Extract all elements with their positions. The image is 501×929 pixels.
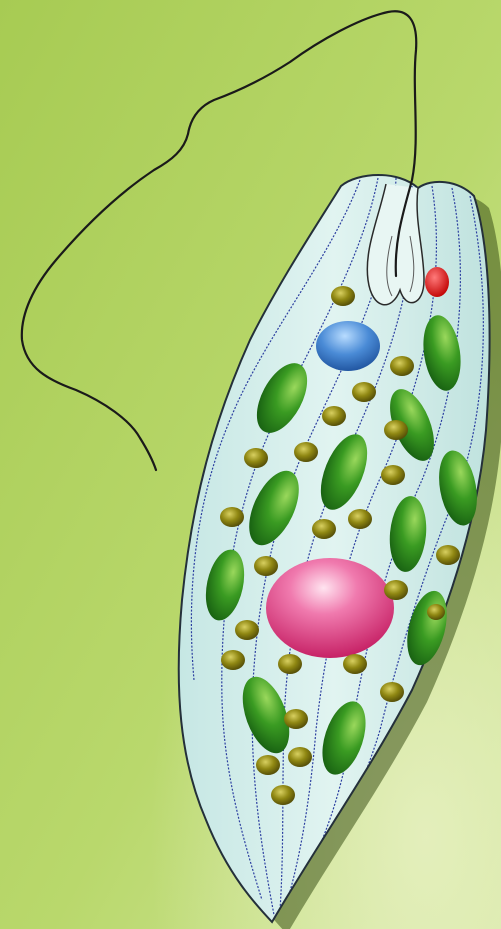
eyespot bbox=[425, 267, 449, 297]
paramylon-granule bbox=[352, 382, 376, 402]
paramylon-granule bbox=[244, 448, 268, 468]
paramylon-granule bbox=[380, 682, 404, 702]
paramylon-granule bbox=[348, 509, 372, 529]
paramylon-granule bbox=[331, 286, 355, 306]
contractile-vacuole bbox=[316, 321, 380, 371]
paramylon-granule bbox=[294, 442, 318, 462]
nucleus bbox=[266, 558, 394, 658]
paramylon-granule bbox=[312, 519, 336, 539]
paramylon-granule bbox=[343, 654, 367, 674]
paramylon-granule bbox=[384, 580, 408, 600]
paramylon-granule bbox=[436, 545, 460, 565]
paramylon-granule bbox=[390, 356, 414, 376]
paramylon-granule bbox=[221, 650, 245, 670]
paramylon-granule bbox=[254, 556, 278, 576]
paramylon-granule bbox=[271, 785, 295, 805]
paramylon-granule bbox=[220, 507, 244, 527]
paramylon-granule bbox=[381, 465, 405, 485]
paramylon-granule bbox=[384, 420, 408, 440]
paramylon-granule bbox=[284, 709, 308, 729]
paramylon-granule bbox=[322, 406, 346, 426]
paramylon-granule bbox=[256, 755, 280, 775]
paramylon-granule bbox=[427, 604, 445, 620]
paramylon-granule bbox=[235, 620, 259, 640]
paramylon-granule bbox=[288, 747, 312, 767]
paramylon-granule bbox=[278, 654, 302, 674]
